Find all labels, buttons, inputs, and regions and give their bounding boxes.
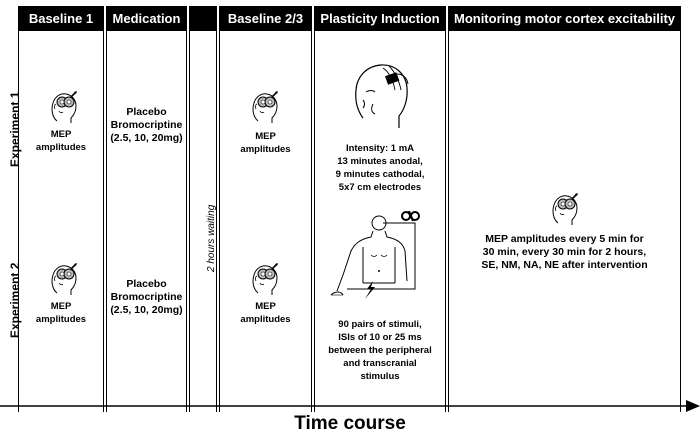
time-axis xyxy=(0,400,700,412)
column-monitoring: Monitoring motor cortex excitability MEP… xyxy=(448,6,681,412)
tms-head-icon xyxy=(252,91,279,124)
medication-exp2-text: Placebo Bromocriptine (2.5, 10, 20mg) xyxy=(110,278,183,316)
figure-eight-coil-icon xyxy=(401,211,420,222)
plasticity-exp2-text: 90 pairs of stimuli, ISIs of 10 or 25 ms… xyxy=(328,319,432,382)
monitoring-text: MEP amplitudes every 5 min for 30 min, e… xyxy=(481,233,648,271)
column-medication: Medication Placebo Bromocriptine (2.5, 1… xyxy=(106,6,187,412)
column-header: Medication xyxy=(107,6,186,31)
column-header: Monitoring motor cortex excitability xyxy=(449,6,680,31)
baseline1-exp2-text: MEP amplitudes xyxy=(35,301,87,325)
column-plasticity-induction: Plasticity Induction Intensity: 1 mA 13 … xyxy=(314,6,446,412)
waiting-label: 2 hours waiting xyxy=(206,204,217,272)
plasticity-exp1-text: Intensity: 1 mA 13 minutes anodal, 9 min… xyxy=(335,143,425,193)
baseline23-exp2-text: MEP amplitudes xyxy=(240,301,291,325)
column-baseline-1: Baseline 1 MEP amplitudes MEP amplitudes xyxy=(18,6,104,412)
column-header: Plasticity Induction xyxy=(315,6,445,31)
baseline23-exp1-text: MEP amplitudes xyxy=(240,131,291,155)
medication-exp1-text: Placebo Bromocriptine (2.5, 10, 20mg) xyxy=(110,106,183,144)
row-label-experiment-1: Experiment 1 xyxy=(8,91,22,167)
column-header: Baseline 1 xyxy=(19,6,103,31)
tms-head-icon xyxy=(552,193,579,226)
tdcs-head-icon xyxy=(355,64,409,128)
column-waiting xyxy=(189,6,217,412)
column-header: Baseline 2/3 xyxy=(220,6,311,31)
column-baseline-2-3: Baseline 2/3 MEP amplitudes MEP amplitud… xyxy=(219,6,312,412)
row-label-experiment-2: Experiment 2 xyxy=(8,262,22,338)
axis-title: Time course xyxy=(294,413,406,434)
baseline1-exp1-text: MEP amplitudes xyxy=(35,129,87,153)
tms-head-icon xyxy=(252,263,279,296)
tms-head-icon xyxy=(51,263,78,296)
tms-head-icon xyxy=(51,91,78,124)
column-header xyxy=(190,6,216,31)
pas-body-icon xyxy=(330,211,420,299)
